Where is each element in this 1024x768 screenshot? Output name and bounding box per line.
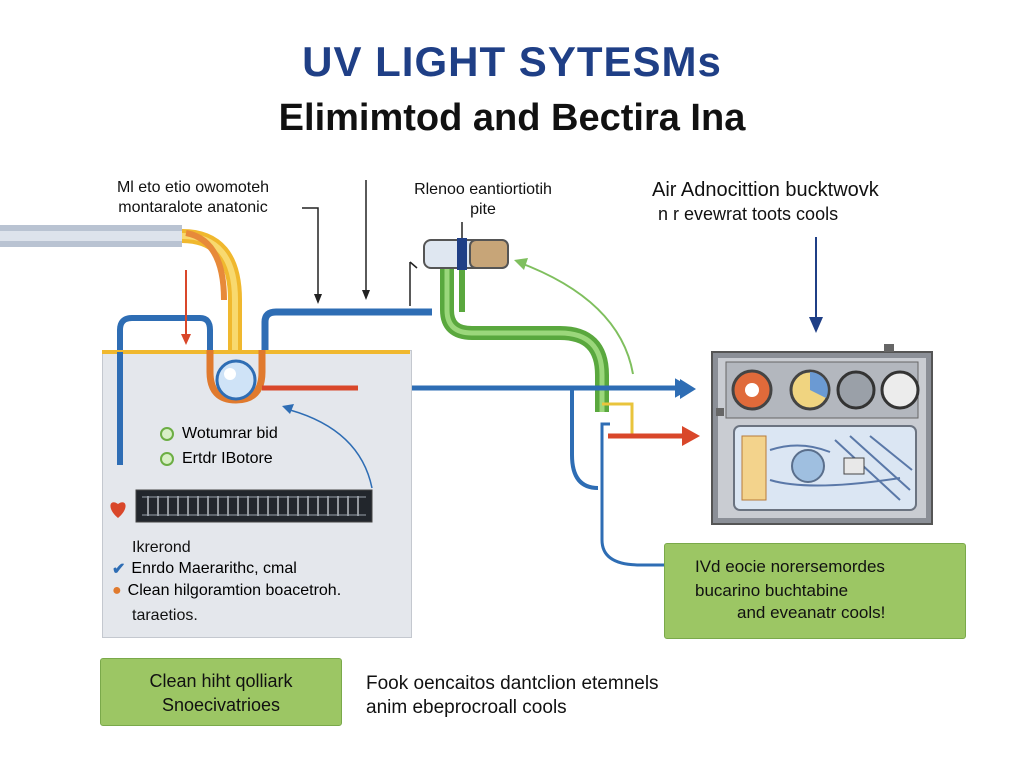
orange-pipe [185,230,227,301]
info-badge-right: IVd eocie norersemordes bucarino buchtab… [664,543,966,639]
bottom-caption: Fook oencaitos dantclion etemnels anim e… [366,673,659,718]
checklist-item-1: ✔ Enrdo Maerarithc, cmal [112,560,297,578]
legend-item-1: Wotumrar bid [160,425,278,443]
label-top-middle: Rlenoo eantiortiotih pite [414,181,552,218]
green-dot-icon [160,452,174,466]
label-top-right: Air Adnocittion bucktwovk n r evewrat to… [652,179,879,224]
green-dot-icon [160,427,174,441]
hvac-unit [711,344,933,525]
left-blue-pipe [117,315,213,465]
page-title: UV LIGHT SYTESMs [302,38,722,85]
checklist-item-3: taraetios. [132,607,198,624]
label-top-left: Ml eto etio owomoteh montaralote anatoni… [116,179,270,216]
info-badge-bottom-left: Clean hiht qolliark Snoecivatrioes [100,658,342,726]
check-icon: ✔ [112,561,126,578]
page-subtitle: Elimimtod and Bectira Ina [278,97,746,139]
orange-circle-icon: ● [112,582,122,599]
checklist-item-2: ● Clean hilgoramtion boacetroh. [112,582,342,599]
legend-item-2: Ertdr IBotore [160,450,273,468]
panel-section-title: Ikrerond [132,539,191,556]
center-blue-pipe [261,308,432,352]
